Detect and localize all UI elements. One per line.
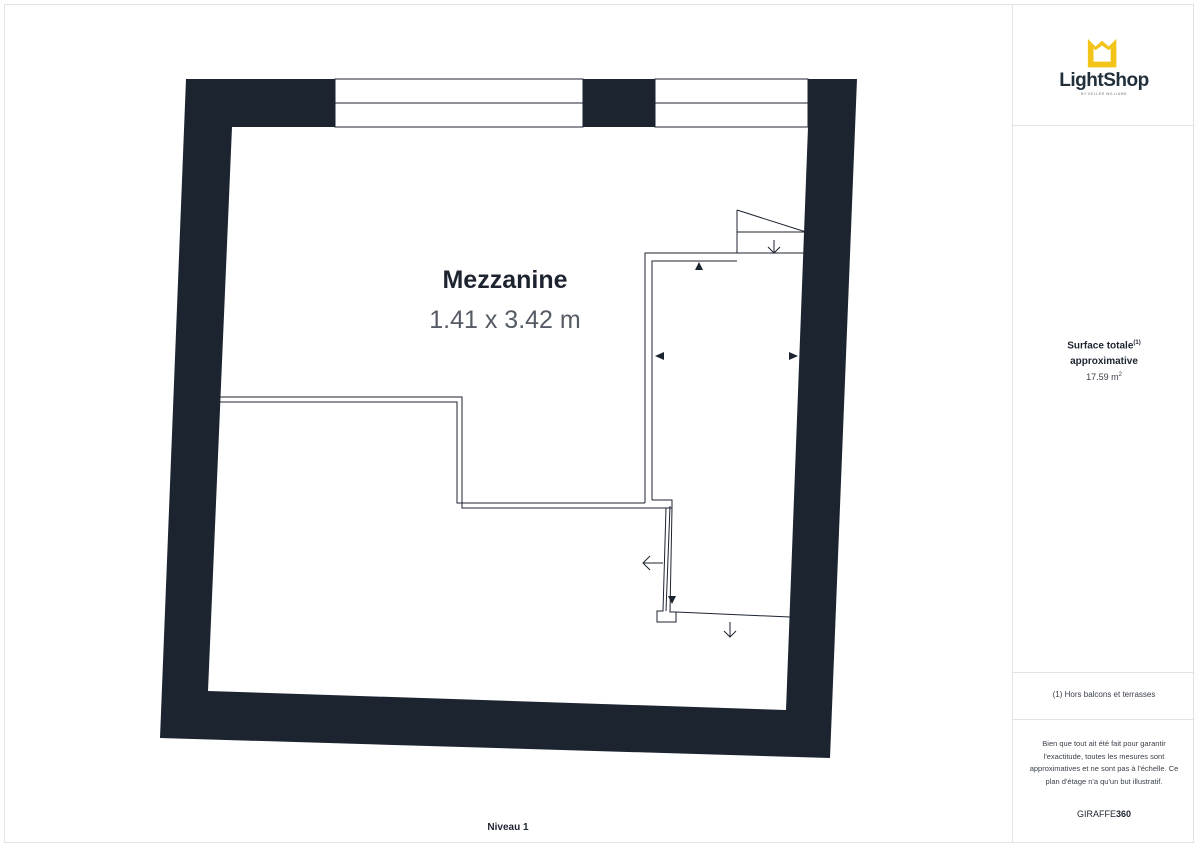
exterior-walls (160, 79, 857, 758)
lightshop-crown-icon (1087, 38, 1117, 68)
info-sidebar: LightShop BY KELLER WILLIAMS Surface tot… (1012, 4, 1194, 843)
logo-wordmark: LightShop (1059, 70, 1149, 91)
page-frame (4, 4, 1194, 843)
giraffe360-brand: GIRAFFE360 (1013, 809, 1195, 819)
surface-title-line2: approximative (1070, 356, 1138, 368)
interior-walls (218, 209, 807, 623)
surface-title-text: Surface totale (1067, 340, 1134, 352)
stair-markers (655, 262, 798, 604)
room-name: Mezzanine (442, 266, 568, 294)
direction-arrows (642, 240, 781, 638)
surface-unit-exponent: 2 (1118, 372, 1122, 378)
divider (1013, 672, 1194, 673)
disclaimer: Bien que tout ait été fait pour garantir… (1029, 739, 1179, 786)
divider (1013, 125, 1194, 126)
level-label: Niveau 1 (487, 822, 529, 833)
footnote: (1) Hors balcons et terrasses (1052, 690, 1156, 699)
surface-value: 17.59 m2 (1013, 372, 1195, 382)
brand-suffix: 360 (1115, 809, 1132, 819)
brand-prefix: GIRAFFE (1076, 809, 1116, 819)
logo-subtitle: BY KELLER WILLIAMS (1081, 92, 1127, 96)
floor-plan: Mezzanine 1.41 x 3.42 m Niveau 1 (160, 78, 857, 833)
floor-plan-drawing (160, 78, 857, 758)
surface-title: Surface totale(1) approximative (1013, 335, 1195, 370)
surface-note-marker: (1) (1133, 340, 1141, 346)
surface-value-text: 17.59 m (1086, 372, 1119, 382)
divider (1013, 719, 1194, 720)
room-dimensions: 1.41 x 3.42 m (429, 306, 581, 334)
lightshop-logo: LightShop BY KELLER WILLIAMS (1013, 34, 1195, 104)
